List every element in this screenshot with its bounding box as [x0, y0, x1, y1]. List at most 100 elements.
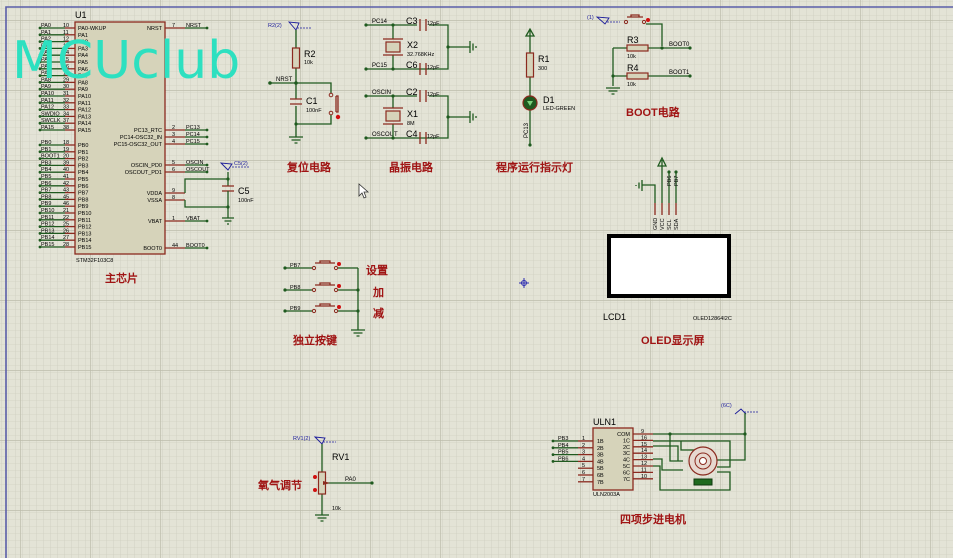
pot-title: 氧气调节: [257, 478, 302, 492]
uln-pin-name: 1C: [623, 438, 630, 444]
led-circuit[interactable]: R1 300 D1 LED-GREEN PC13 程序运行指示灯: [496, 27, 575, 174]
boot-button[interactable]: [623, 14, 650, 25]
u1-net-label: PA10: [41, 91, 54, 97]
key-button[interactable]: [311, 282, 341, 293]
c6-value: 12pF: [427, 65, 440, 71]
pot-ref: RV1: [332, 452, 349, 462]
u1-net-label: PA6: [41, 64, 51, 70]
u1-pin-name: PA10: [78, 94, 91, 100]
oled-net-scl: PB6: [667, 176, 673, 186]
net-pc15: PC15: [372, 63, 388, 69]
c5-value: 100nF: [238, 198, 254, 204]
uln-pin-number: 12: [641, 461, 647, 467]
reset-button[interactable]: [328, 92, 341, 120]
u1-pin-number: 19: [63, 147, 69, 153]
r4-resistor: [626, 72, 649, 80]
uln-net-label: PB4: [558, 443, 568, 449]
u1-net-label: PC14: [186, 132, 200, 138]
u1-net-label: SWCLK: [41, 118, 61, 124]
u1-pin-number: 42: [63, 181, 69, 187]
u1-net-label: PB11: [41, 215, 54, 221]
reset-title: 复位电路: [286, 160, 332, 174]
u1-pin-name: PA0-WKUP: [78, 26, 107, 32]
boot-probe: (1): [587, 15, 594, 21]
boot0-net: BOOT0: [669, 42, 690, 48]
x2-value: 32.768KHz: [407, 52, 434, 58]
x1-ref: X1: [407, 109, 418, 119]
u1-pin-number: 2: [172, 125, 175, 131]
uln-pin-number: 9: [641, 429, 644, 435]
key-button[interactable]: [311, 260, 341, 271]
reset-circuit[interactable]: R2(2) R2 10k NRST C1 100nF 复位电路: [268, 21, 341, 174]
boot-title: BOOT电路: [626, 105, 681, 119]
uln-pin-name: 7C: [623, 477, 630, 483]
u1-pin-number: 34: [63, 111, 69, 117]
key-net-label: PB7: [290, 263, 300, 269]
uln-pin-name: 5C: [623, 464, 630, 470]
u1-pin-name: PB5: [78, 177, 88, 183]
uln-pin-name: 4C: [623, 458, 630, 464]
pot-circuit[interactable]: RV1(2) RV1 PA0 10k 氧气调节: [257, 436, 374, 522]
u1-pin-name: PB9: [78, 204, 88, 210]
u1-net-label: NRST: [186, 23, 202, 29]
c2-value: 12pF: [427, 92, 440, 98]
u1-pin-name: PB1: [78, 150, 88, 156]
boot-circuit[interactable]: (1) R3 10k BOOT0 R4 10k BOOT1 BOOT电路: [587, 14, 692, 119]
oled-pin-gnd: GND: [653, 218, 659, 230]
u1-net-label: SWDIO: [41, 111, 60, 117]
pot-probe: RV1(2): [293, 436, 310, 442]
uln-pin-number: 5: [582, 463, 585, 469]
u1-pin-name: PB0: [78, 143, 88, 149]
key-button[interactable]: [311, 303, 341, 314]
u1-pin-number: 22: [63, 215, 69, 221]
d1-ref: D1: [543, 95, 555, 105]
u1-net-label: OSCOUT: [186, 167, 210, 173]
oled-display[interactable]: PB6 PB7 GND VCC SCL SDA LCD1 OLED12864I2…: [603, 156, 732, 347]
u1-body: [74, 21, 166, 255]
u1-pin-number: 26: [63, 228, 69, 234]
u1-pin-name: PB3: [78, 163, 88, 169]
u1-net-label: PA5: [41, 57, 51, 63]
u1-pin-name: VDDA: [147, 191, 163, 197]
r3-ref: R3: [627, 35, 639, 45]
r2-value: 10k: [304, 60, 313, 66]
u1-pin-number: 32: [63, 98, 69, 104]
u1-net-label: PA7: [41, 71, 51, 77]
r1-ref: R1: [538, 54, 550, 64]
main-chip-title: 主芯片: [105, 271, 138, 285]
u1-pin-name: PA7: [78, 74, 88, 80]
pot-increase-button[interactable]: [313, 475, 317, 479]
stepper-motor-icon: [688, 446, 718, 486]
u1-net-label: PB9: [41, 201, 51, 207]
uln-pin-number: 6: [582, 470, 585, 476]
u1-net-label: BOOT0: [186, 243, 205, 249]
oled-net-sda: PB7: [674, 176, 680, 186]
c4-ref: C4: [406, 129, 418, 139]
pot-decrease-button[interactable]: [313, 488, 317, 492]
uln-pin-number: 10: [641, 474, 647, 480]
u1-pin-number: 7: [172, 23, 175, 29]
c5-ref: C5: [238, 186, 250, 196]
u1-pin-name: PB2: [78, 157, 88, 163]
u1-pin-number: 14: [63, 50, 69, 56]
uln-pin-name: 3C: [623, 451, 630, 457]
net-pc14: PC14: [372, 19, 388, 25]
u1-net-label: PB1: [41, 147, 51, 153]
key-function-label: 加: [372, 285, 384, 299]
u1-pin-number: 5: [172, 160, 175, 166]
u1-pin-name: PB11: [78, 218, 91, 224]
u1-net-label: PB15: [41, 242, 54, 248]
oled-ref: LCD1: [603, 312, 626, 322]
u1-pin-name: PB13: [78, 231, 91, 237]
u1-pin-number: 28: [63, 242, 69, 248]
u1-net-label: PB13: [41, 228, 54, 234]
crystal-circuit[interactable]: PC14 PC15 C3 12pF C6 12pF X2 32.768KHz O…: [364, 16, 477, 174]
u1-pin-number: 25: [63, 222, 69, 228]
uln-pin-name: 4B: [597, 459, 604, 465]
uln-pin-number: 11: [641, 467, 647, 473]
u1-pin-number: 1: [172, 216, 175, 222]
